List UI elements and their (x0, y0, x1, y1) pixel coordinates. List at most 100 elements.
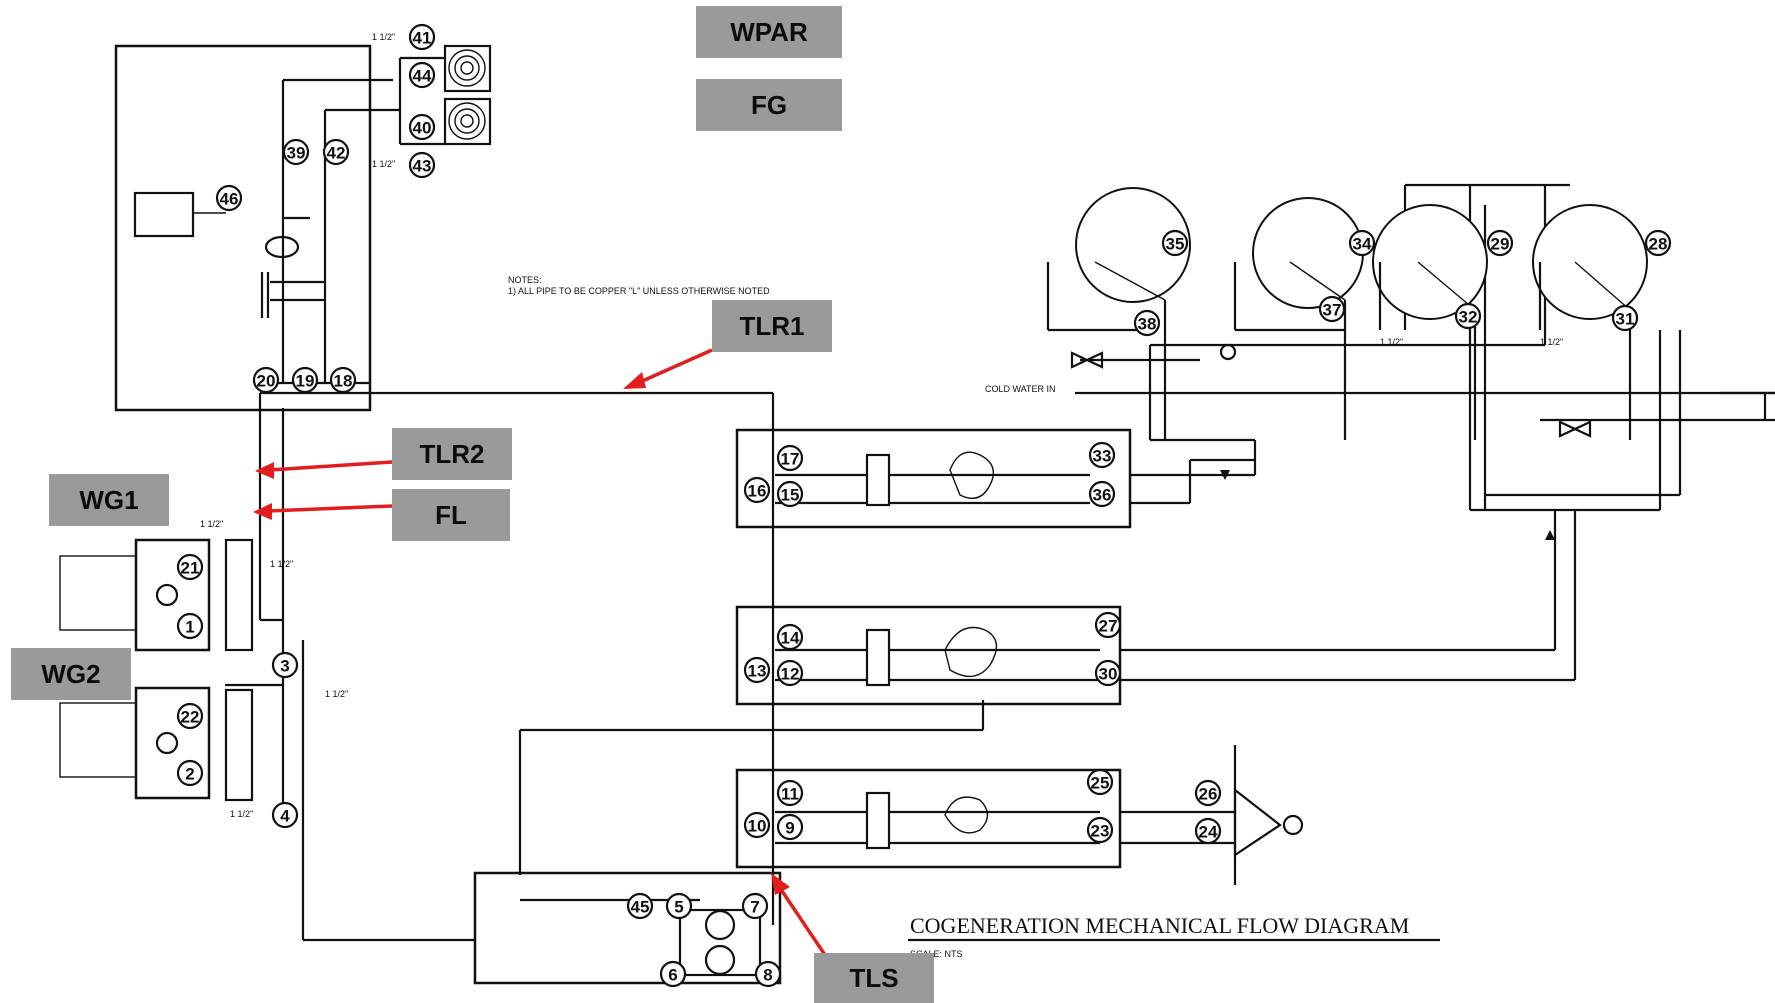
scale-note: SCALE: NTS (910, 949, 963, 959)
node-circle (776, 659, 804, 687)
node-circle (1133, 309, 1161, 337)
node-circle (271, 801, 299, 829)
notes-text: NOTES:1) ALL PIPE TO BE COPPER "L" UNLES… (508, 275, 770, 296)
main-enclosure (114, 44, 400, 412)
node-number: 27 (1099, 617, 1118, 636)
node-number: 32 (1459, 308, 1478, 327)
node-number: 1 (185, 618, 194, 637)
callout-tlr2: TLR2 (392, 428, 512, 480)
node-number: 35 (1166, 235, 1185, 254)
node-number: 26 (1199, 785, 1218, 804)
callout-wg2: WG2 (11, 648, 131, 700)
node-number: 19 (296, 372, 315, 391)
node-circle (408, 151, 436, 179)
node-number: 7 (750, 898, 759, 917)
node-number: 21 (181, 559, 200, 578)
node-number: 46 (220, 190, 239, 209)
node-number: 37 (1323, 301, 1342, 320)
pipe-size-left-d: 1 1/2" (230, 809, 253, 819)
cogen-module-1 (59, 538, 254, 652)
node-number: 39 (287, 144, 306, 163)
node-circle (252, 366, 280, 394)
node-number: 45 (631, 898, 650, 917)
arrow-fl (267, 504, 393, 513)
node-circle (282, 138, 310, 166)
node-number: 22 (181, 708, 200, 727)
node-number: 28 (1649, 235, 1668, 254)
pipe-size-top-b: 1 1/2" (372, 159, 395, 169)
node-number: 23 (1091, 822, 1110, 841)
arrow-tlr2 (269, 460, 393, 472)
node-number: 11 (781, 785, 799, 804)
space-heat-return (1120, 745, 1304, 885)
water-heater-bank (1046, 187, 1648, 440)
load-module-4 (735, 428, 1132, 529)
node-circle (176, 612, 204, 640)
node-circle (1094, 611, 1122, 639)
node-circle (1194, 779, 1222, 807)
node-number: 38 (1138, 315, 1157, 334)
node-circle (743, 811, 771, 839)
callout-wg1: WG1 (49, 474, 169, 526)
main-piping (225, 183, 1775, 942)
node-circle (741, 892, 769, 920)
node-circle (665, 892, 693, 920)
callout-wpar: WPAR (696, 6, 842, 58)
node-circle (1086, 768, 1114, 796)
pipe-size-left-c: 1 1/2" (325, 689, 348, 699)
node-circle (776, 444, 804, 472)
node-circle (754, 960, 782, 988)
primary-pump-module (473, 871, 782, 985)
pipe-size-left-b: 1 1/2" (270, 559, 293, 569)
node-circle (1161, 229, 1189, 257)
cold-water-label: COLD WATER IN (985, 384, 1056, 394)
node-circle (408, 23, 436, 51)
node-circle (1348, 229, 1376, 257)
node-circle (1644, 229, 1672, 257)
node-circle (1318, 295, 1346, 323)
notes-line: NOTES: (508, 275, 542, 285)
node-number: 34 (1353, 235, 1372, 254)
node-circle (215, 184, 243, 212)
node-circle (176, 553, 204, 581)
node-number: 16 (748, 482, 767, 501)
node-number: 17 (781, 450, 800, 469)
callout-fl: FL (392, 489, 510, 541)
node-circle (659, 960, 687, 988)
node-circle (329, 366, 357, 394)
node-circle (408, 61, 436, 89)
node-number: 10 (748, 817, 767, 836)
arrow-tls (778, 887, 827, 956)
node-circle (743, 476, 771, 504)
node-number: 2 (185, 765, 194, 784)
node-circle (776, 813, 804, 841)
node-circle (1611, 304, 1639, 332)
node-number: 41 (413, 29, 432, 48)
node-number: 25 (1091, 774, 1110, 793)
node-circle (776, 779, 804, 807)
notes-line: 1) ALL PIPE TO BE COPPER "L" UNLESS OTHE… (508, 286, 770, 296)
node-number: 3 (280, 657, 289, 676)
load-module-2 (735, 768, 1122, 869)
node-number: 33 (1093, 447, 1112, 466)
radiator-fans (398, 44, 492, 146)
callout-tlr1: TLR1 (712, 300, 832, 352)
node-circle (1094, 659, 1122, 687)
cogen-module-2 (59, 686, 254, 802)
node-number: 9 (785, 819, 794, 838)
callout-fg: FG (696, 79, 842, 131)
node-circle (1086, 816, 1114, 844)
node-circle (1088, 441, 1116, 469)
node-number: 6 (668, 966, 677, 985)
node-number: 14 (781, 629, 800, 648)
pipe-size-right-b: 1 1/2" (1540, 337, 1563, 347)
callout-tls: TLS (814, 953, 934, 1003)
node-number: 30 (1099, 665, 1118, 684)
node-circle (743, 656, 771, 684)
pipe-size-top-a: 1 1/2" (372, 32, 395, 42)
node-number: 44 (413, 67, 432, 86)
node-circle (1454, 302, 1482, 330)
arrow-tlr1 (637, 348, 713, 385)
node-number: 20 (257, 372, 276, 391)
node-circle (776, 623, 804, 651)
